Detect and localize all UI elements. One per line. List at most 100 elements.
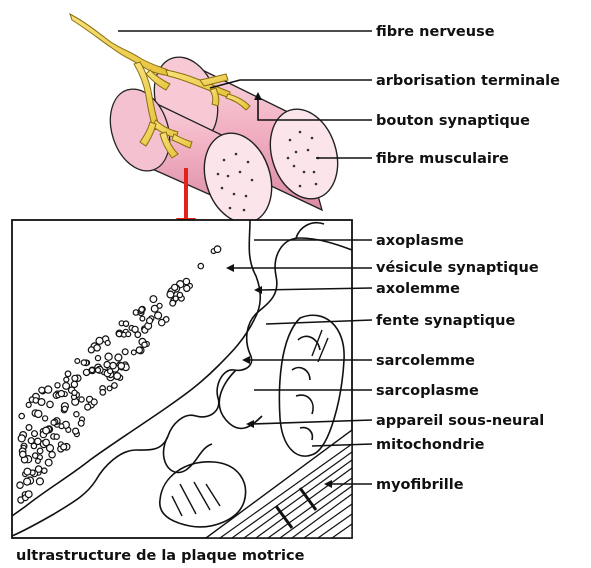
label-mitochondrie: mitochondrie (376, 437, 485, 453)
label-fente-synaptique: fente synaptique (376, 313, 515, 329)
synaptic-vesicle (42, 468, 47, 473)
synaptic-vesicle (157, 303, 162, 308)
synaptic-vesicle (18, 435, 25, 442)
synaptic-vesicle (150, 296, 157, 303)
synaptic-vesicle (72, 390, 77, 395)
synaptic-vesicle (43, 416, 48, 421)
synaptic-vesicle (135, 332, 141, 338)
synaptic-vesicle (107, 386, 112, 391)
label-sarcoplasme: sarcoplasme (376, 383, 479, 399)
synaptic-vesicle (74, 412, 79, 417)
synaptic-vesicle (37, 448, 43, 454)
synaptic-vesicle (25, 491, 32, 498)
synaptic-vesicle (140, 316, 145, 321)
synaptic-vesicle (20, 451, 26, 457)
synaptic-vesicle (72, 375, 78, 381)
synaptic-vesicle (32, 431, 38, 437)
synaptic-vesicle (108, 369, 113, 374)
synaptic-vesicle (90, 368, 95, 373)
synaptic-vesicle (170, 300, 176, 306)
synaptic-vesicle (47, 401, 53, 407)
synaptic-vesicle (88, 347, 94, 353)
synaptic-vesicle (33, 398, 38, 403)
label-bouton-synaptique: bouton synaptique (376, 113, 530, 129)
muscle-fibre-illustration (70, 14, 349, 236)
synaptic-vesicle (78, 420, 84, 426)
synaptic-vesicle (79, 397, 84, 402)
synaptic-vesicle (155, 312, 162, 319)
synaptic-vesicle (45, 386, 52, 393)
synaptic-vesicle (91, 399, 97, 405)
synaptic-vesicle (96, 368, 101, 373)
synaptic-vesicle (43, 427, 50, 434)
synaptic-vesicle (131, 350, 136, 355)
synaptic-vesicle (122, 349, 128, 355)
synaptic-vesicle (73, 428, 79, 434)
synaptic-vesicle (159, 319, 165, 325)
synaptic-vesicle (19, 413, 24, 418)
synaptic-vesicle (64, 377, 69, 382)
synaptic-vesicle (142, 342, 147, 347)
synaptic-vesicle (35, 466, 41, 472)
synaptic-vesicle (71, 381, 77, 387)
synaptic-vesicle (43, 439, 50, 446)
synaptic-vesicle (184, 285, 190, 291)
label-axolemme: axolemme (376, 281, 460, 297)
synaptic-vesicle (36, 459, 41, 464)
synaptic-vesicle (123, 321, 128, 326)
synaptic-vesicle (58, 391, 64, 397)
synaptic-vesicle (114, 373, 121, 380)
synaptic-vesicle (105, 340, 110, 345)
caption: ultrastructure de la plaque motrice (16, 548, 305, 564)
synaptic-vesicle (17, 482, 23, 488)
synaptic-vesicle (115, 354, 122, 361)
synaptic-vesicle (59, 424, 64, 429)
label-vesicule-synaptique: vésicule synaptique (376, 260, 539, 276)
label-myofibrille: myofibrille (376, 477, 464, 493)
synaptic-vesicle (136, 347, 142, 353)
synaptic-vesicle (85, 404, 91, 410)
label-fibre-musculaire: fibre musculaire (376, 151, 509, 167)
synaptic-vesicle (177, 292, 182, 297)
synaptic-vesicle (49, 452, 55, 458)
synaptic-vesicle (95, 356, 100, 361)
synaptic-vesicle (65, 371, 71, 377)
synaptic-vesicle (126, 332, 131, 337)
label-fibre-nerveuse: fibre nerveuse (376, 24, 495, 40)
synaptic-vesicle (214, 246, 221, 253)
synaptic-vesicle (75, 359, 80, 364)
label-sarcolemme: sarcolemme (376, 353, 475, 369)
label-axoplasme: axoplasme (376, 233, 464, 249)
synaptic-vesicle (39, 387, 45, 393)
synaptic-vesicle (105, 353, 112, 360)
synaptic-vesicle (118, 363, 124, 369)
synaptic-vesicle (147, 318, 153, 324)
synaptic-vesicle (26, 402, 31, 407)
synaptic-vesicle (24, 468, 31, 475)
synaptic-vesicle (54, 434, 59, 439)
synaptic-vesicle (51, 420, 56, 425)
synaptic-vesicle (139, 307, 144, 312)
synaptic-vesicle (35, 438, 41, 444)
synaptic-vesicle (55, 383, 60, 388)
synaptic-vesicle (26, 425, 32, 431)
synaptic-vesicle (167, 291, 174, 298)
synaptic-vesicle (116, 331, 121, 336)
synaptic-vesicle (38, 399, 45, 406)
synaptic-vesicle (45, 459, 52, 466)
synaptic-vesicle (198, 263, 203, 268)
synaptic-vesicle (36, 478, 43, 485)
label-appareil-sous-neural: appareil sous-neural (376, 413, 544, 429)
label-arborisation-terminale: arborisation terminale (376, 73, 560, 89)
synaptic-vesicle (28, 438, 34, 444)
synaptic-vesicle (172, 284, 178, 290)
synaptic-vesicle (24, 478, 31, 485)
synaptic-vesicle (33, 453, 38, 458)
synaptic-vesicle (61, 444, 67, 450)
synaptic-vesicle (110, 362, 116, 368)
synaptic-vesicle (100, 390, 106, 396)
synaptic-vesicle (96, 337, 103, 344)
synaptic-vesicle (63, 383, 70, 390)
synaptic-vesicle (35, 410, 42, 417)
